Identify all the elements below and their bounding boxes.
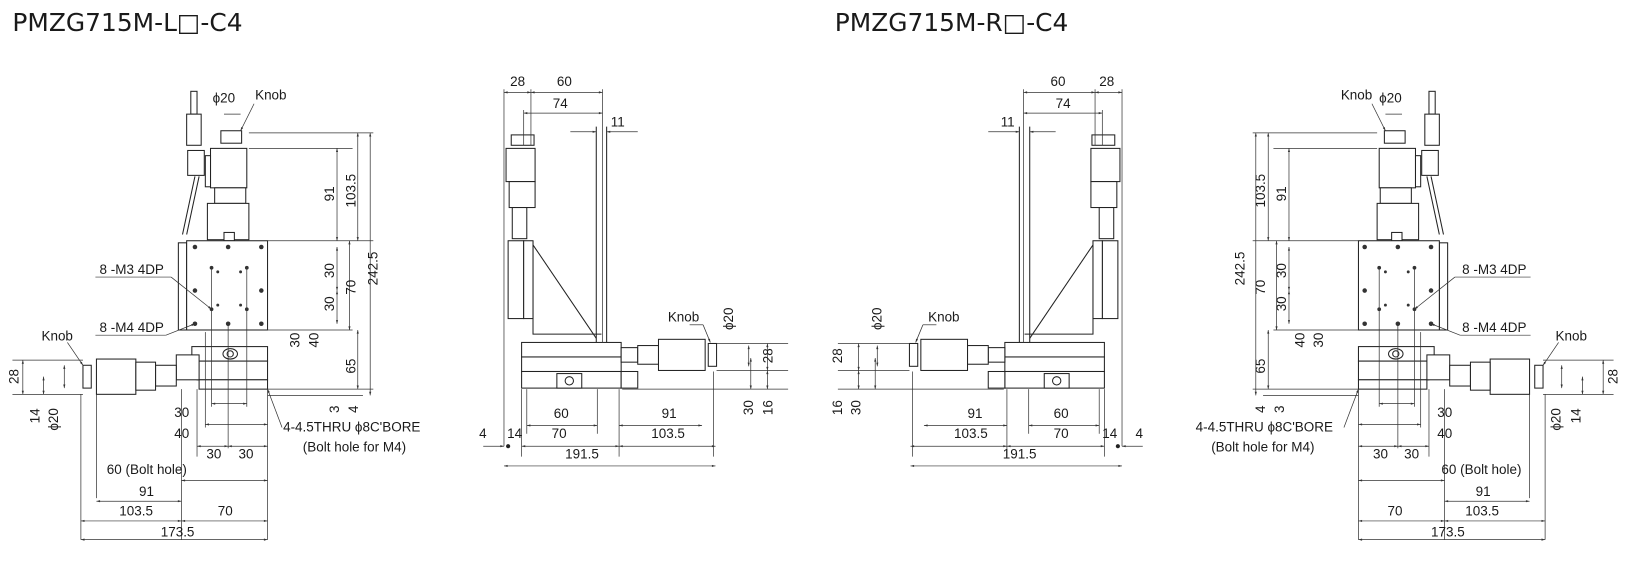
dim-label: ϕ20	[869, 307, 884, 330]
dim-label: 40	[1437, 426, 1452, 441]
callout-label: Knob	[255, 88, 286, 103]
dim-label: 30	[239, 447, 254, 462]
dim-label: 70	[218, 504, 233, 519]
dim-label: 191.5	[565, 447, 599, 462]
dim-label: 30	[1274, 296, 1289, 311]
dim-label: 65	[344, 359, 359, 374]
callout-label: 4-4.5THRU ϕ8C'BORE	[283, 420, 420, 435]
callout-label: Knob	[928, 310, 959, 325]
dim-label: 74	[1056, 96, 1071, 111]
callout-label: (Bolt hole for M4)	[303, 439, 406, 454]
dim-label: 28	[510, 74, 525, 89]
dim-label: 28	[761, 348, 776, 363]
dim-label: ϕ20	[721, 307, 736, 330]
dim-label: 30	[1311, 333, 1326, 348]
callout-label: Knob	[1341, 88, 1372, 103]
dim-label: 91	[139, 484, 154, 499]
model-title-left: PMZG715M-L□-C4	[12, 8, 242, 37]
dim-label: 28	[7, 369, 22, 384]
dim-label: 4	[1136, 426, 1144, 441]
dim-label: 103.5	[1465, 504, 1499, 519]
dim-label: ϕ20	[1379, 91, 1402, 106]
model-title-right: PMZG715M-R□-C4	[835, 8, 1069, 37]
dim-label: 65	[1253, 359, 1268, 374]
dim-label: 16	[761, 400, 776, 415]
dim-label: 40	[1293, 333, 1308, 348]
callout-label: 8 -M3 4DP	[100, 262, 164, 277]
dim-label: 91	[662, 406, 677, 421]
dim-label: 40	[306, 333, 321, 348]
dim-label: 30	[288, 333, 303, 348]
dim-label: 4	[1253, 405, 1268, 413]
dim-label: 28	[830, 348, 845, 363]
dim-label: 3	[1272, 406, 1287, 414]
dim-label: 11	[611, 115, 625, 130]
dim-label: 103.5	[119, 504, 153, 519]
dim-label: 30	[206, 447, 221, 462]
dim-label: 30	[1437, 405, 1452, 420]
dim-label: 70	[344, 280, 359, 295]
dim-label: 14	[507, 426, 522, 441]
dim-label: 11	[1001, 115, 1015, 130]
right-side-view-labels: 60 28 74 11 Knob ϕ20 28 16 30 91 60 103.…	[830, 74, 1143, 462]
dim-label: 30	[322, 296, 337, 311]
dim-label: 4	[479, 426, 487, 441]
right-top-view-labels: Knob ϕ20 103.5 91 242.5 30 70 30 8 -M3 4…	[1196, 88, 1621, 540]
callout-label: (Bolt hole for M4)	[1211, 439, 1314, 454]
callout-label: Knob	[668, 310, 699, 325]
dim-label: 242.5	[1232, 252, 1247, 286]
dim-label: 103.5	[954, 426, 988, 441]
dim-label: 30	[849, 400, 864, 415]
dim-label: 242.5	[365, 252, 380, 286]
callout-label: 8 -M4 4DP	[100, 320, 164, 335]
dim-label: 30	[1373, 447, 1388, 462]
dim-label: ϕ20	[213, 91, 236, 106]
dim-label: 70	[1387, 504, 1402, 519]
callout-label: 4-4.5THRU ϕ8C'BORE	[1196, 420, 1333, 435]
dim-label: 30	[1404, 447, 1419, 462]
callout-label: 8 -M3 4DP	[1462, 262, 1526, 277]
dim-label: 91	[1274, 186, 1289, 201]
dim-label: 14	[27, 408, 42, 423]
dim-label: 103.5	[1253, 174, 1268, 208]
dim-label: 60	[1050, 74, 1065, 89]
dim-label: 4	[346, 405, 361, 413]
dim-label: 60	[554, 406, 569, 421]
dim-label: 91	[1476, 484, 1491, 499]
dim-label: ϕ20	[46, 408, 61, 431]
dim-label: 60	[557, 74, 572, 89]
dim-label: 14	[1102, 426, 1117, 441]
dim-label: 16	[830, 400, 845, 415]
left-side-view-labels: 28 60 74 11 Knob ϕ20 28 30 16 60 91 4 14…	[479, 74, 775, 462]
callout-label: Knob	[1555, 328, 1586, 343]
dim-label: 30	[741, 400, 756, 415]
dim-label: 74	[553, 96, 568, 111]
dim-label: 14	[1568, 408, 1583, 423]
dim-label: 60 (Bolt hole)	[107, 462, 187, 477]
dim-label: 103.5	[344, 174, 359, 208]
dim-label: 40	[174, 426, 189, 441]
dim-label: 191.5	[1003, 447, 1037, 462]
dim-label: 60	[1054, 406, 1069, 421]
dim-label: 28	[1606, 369, 1621, 384]
dim-label: 60 (Bolt hole)	[1441, 462, 1521, 477]
callout-label: 8 -M4 4DP	[1462, 320, 1526, 335]
dim-label: 91	[322, 186, 337, 201]
dim-label: 30	[1274, 263, 1289, 278]
callout-label: Knob	[41, 328, 72, 343]
dim-label: 91	[968, 406, 983, 421]
dim-label: 30	[322, 263, 337, 278]
dim-label: 28	[1099, 74, 1114, 89]
dim-label: 103.5	[651, 426, 685, 441]
dim-label: 3	[327, 406, 342, 414]
dim-label: 70	[552, 426, 567, 441]
left-top-view-labels: ϕ20 Knob 91 103.5 242.5 30 70 30 30 40 6…	[7, 88, 421, 540]
dim-label: 173.5	[1431, 524, 1465, 539]
dim-label: 70	[1054, 426, 1069, 441]
dim-label: 173.5	[161, 524, 195, 539]
dim-label: 30	[174, 405, 189, 420]
dim-label: 70	[1253, 280, 1268, 295]
dim-label: ϕ20	[1549, 408, 1564, 431]
